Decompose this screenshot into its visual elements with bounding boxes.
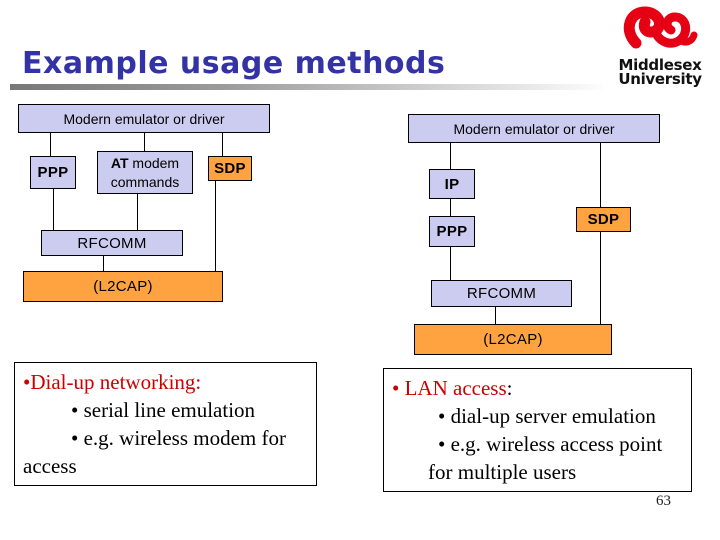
connector-line	[215, 181, 216, 271]
box-modem-emulator-right: Modern emulator or driver	[408, 114, 660, 143]
notes-lan-access: • LAN access: • dial-up server emulation…	[383, 368, 692, 492]
box-sdp-right: SDP	[576, 207, 631, 232]
connector-line	[600, 143, 601, 207]
box-ppp-right: PPP	[429, 216, 475, 247]
page-number: 63	[656, 493, 671, 509]
title-underline	[10, 84, 603, 90]
box-label: AT modem commands	[100, 154, 190, 192]
connector-line	[50, 133, 51, 156]
connector-line	[450, 143, 451, 169]
box-modem-emulator-left: Modern emulator or driver	[18, 104, 270, 133]
connector-line	[103, 256, 104, 271]
box-label: PPP	[37, 164, 69, 181]
box-rfcomm-right: RFCOMM	[431, 280, 572, 307]
notes-heading: • LAN access:	[392, 374, 683, 402]
notes-bullet: • e.g. wireless access point for multipl…	[428, 432, 663, 484]
box-label: IP	[444, 175, 460, 193]
box-label: SDP	[214, 160, 246, 177]
box-label: (L2CAP)	[483, 331, 543, 348]
box-label: Modern emulator or driver	[63, 110, 225, 127]
box-label: PPP	[436, 223, 468, 240]
box-label: RFCOMM	[466, 285, 537, 302]
notes-heading: •Dial-up networking:	[23, 368, 308, 396]
notes-bullet: • serial line emulation	[71, 398, 256, 422]
notes-bullet: • dial-up server emulation	[438, 404, 656, 428]
middlesex-swoosh-icon	[623, 6, 698, 49]
middlesex-logo: Middlesex University	[614, 6, 706, 88]
connector-line	[53, 189, 54, 230]
connector-line	[144, 133, 145, 151]
box-sdp-left: SDP	[208, 156, 252, 181]
notes-heading-text: •Dial-up networking:	[23, 370, 202, 394]
box-at-modem-commands: AT modem commands	[97, 151, 193, 194]
box-l2cap-right: (L2CAP)	[414, 324, 612, 355]
logo-text-university: University	[618, 70, 702, 88]
connector-line	[137, 194, 138, 230]
notes-heading-text: • LAN access	[392, 376, 507, 400]
box-label-at: AT	[110, 154, 129, 171]
box-label-rest: modem commands	[110, 154, 180, 190]
connector-line	[450, 247, 451, 280]
box-ppp-left: PPP	[30, 156, 76, 189]
connector-line	[600, 232, 601, 324]
notes-dialup-networking: •Dial-up networking: • serial line emula…	[14, 362, 317, 486]
connector-line	[450, 199, 451, 216]
box-label: SDP	[587, 211, 620, 228]
connector-line	[495, 307, 496, 324]
notes-heading-colon: :	[506, 376, 513, 400]
page-title: Example usage methods	[22, 46, 446, 81]
logo-text-middlesex: Middlesex	[618, 56, 702, 74]
box-ip: IP	[429, 169, 475, 199]
notes-bullet: • e.g. wireless modem for access	[23, 426, 286, 478]
box-label: RFCOMM	[77, 234, 147, 252]
box-label: (L2CAP)	[93, 278, 153, 295]
box-rfcomm-left: RFCOMM	[41, 230, 183, 256]
box-label: Modern emulator or driver	[453, 120, 615, 137]
box-l2cap-left: (L2CAP)	[23, 271, 223, 302]
connector-line	[222, 133, 223, 156]
